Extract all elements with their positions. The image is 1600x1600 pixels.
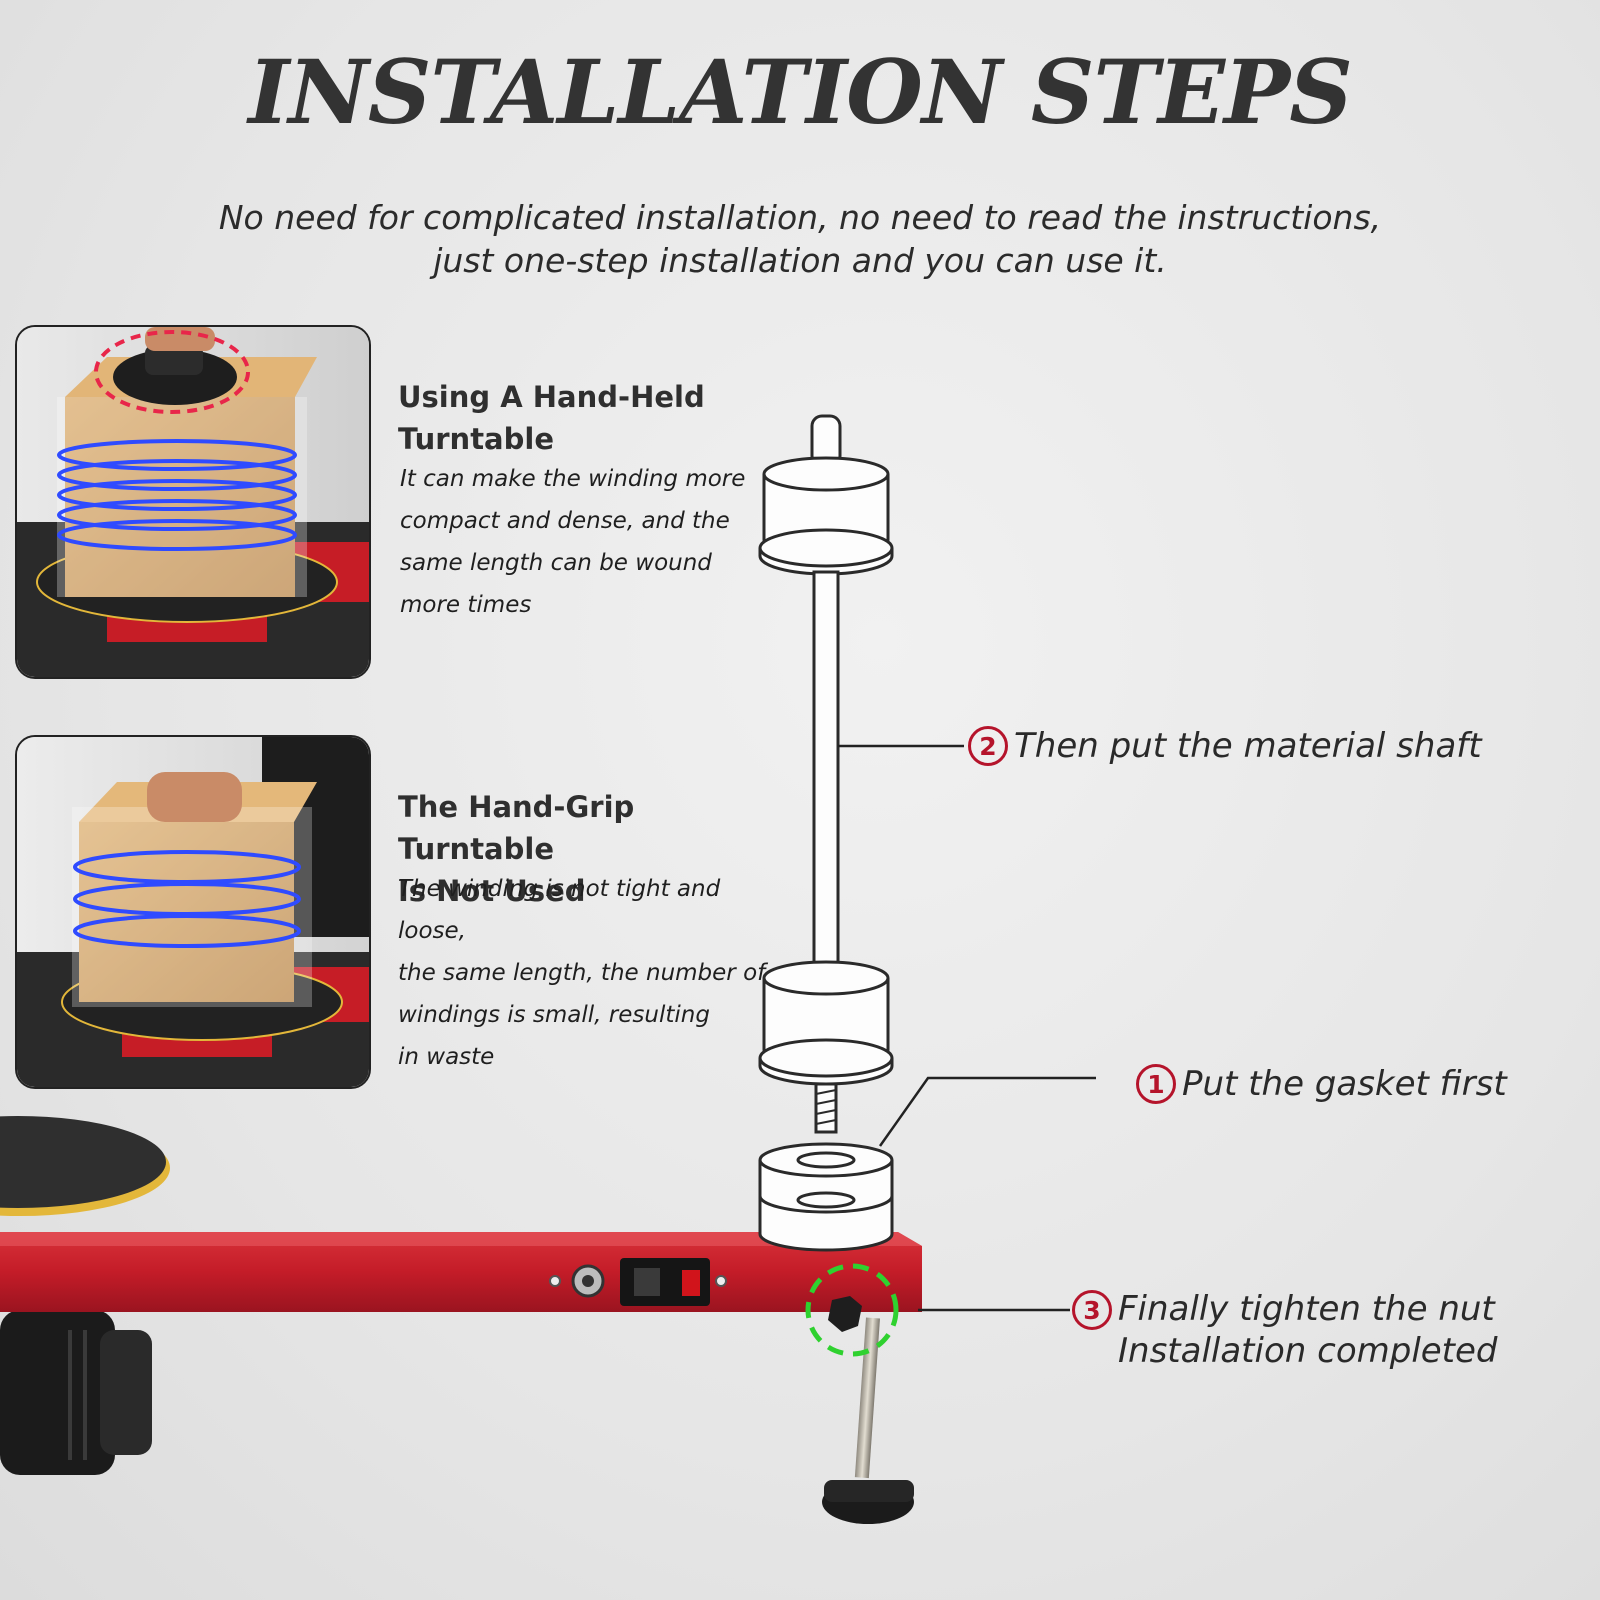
handheld-description-line: compact and dense, and the xyxy=(400,508,730,534)
motor xyxy=(0,1310,152,1475)
thread-lines xyxy=(815,1089,837,1125)
step-3-callout: 3 Finally tighten the nut Installation c… xyxy=(1072,1288,1498,1372)
step-2-text: Then put the material shaft xyxy=(1014,726,1482,766)
photo-with-handheld-turntable xyxy=(15,325,371,679)
turntable-disc xyxy=(0,1116,170,1216)
step-2-callout: 2 Then put the material shaft xyxy=(968,726,1482,766)
nut-knob xyxy=(805,1263,899,1357)
handheld-heading-line-1: Using A Hand-Held xyxy=(398,380,705,414)
step-1-number: 1 xyxy=(1136,1064,1176,1104)
leader-lines xyxy=(838,744,1096,1312)
control-panel xyxy=(549,1258,727,1306)
step-1-callout: 1 Put the gasket first xyxy=(1136,1064,1507,1104)
handheld-description-line: more times xyxy=(400,592,532,618)
handgrip-not-used-description: The winding is not tight and loose, the … xyxy=(398,868,793,1078)
subtitle-line-2: just one-step installation and you can u… xyxy=(433,241,1167,280)
handgrip-description-line: The winding is not tight and loose, xyxy=(398,876,721,944)
handgrip-not-used-heading: The Hand-Grip Turntable Is Not Used xyxy=(398,786,778,912)
handheld-heading: Using A Hand-Held Turntable xyxy=(398,376,778,460)
photo-without-handgrip-turntable xyxy=(15,735,371,1089)
page-title: INSTALLATION STEPS xyxy=(248,40,1353,144)
handgrip-heading-line-2: Is Not Used xyxy=(398,874,586,908)
step-3-text-line-2: Installation completed xyxy=(1118,1331,1498,1371)
handgrip-heading-line-1: The Hand-Grip Turntable xyxy=(398,790,635,866)
material-shaft-lineart xyxy=(758,414,894,1134)
subtitle-line-1: No need for complicated installation, no… xyxy=(218,198,1382,237)
step-3-number: 3 xyxy=(1072,1290,1112,1330)
leveling-foot xyxy=(822,1317,914,1524)
subtitle: No need for complicated installation, no… xyxy=(150,196,1450,282)
handgrip-description-line: windings is small, resulting xyxy=(398,1002,710,1028)
handheld-heading-line-2: Turntable xyxy=(398,422,554,456)
handgrip-description-line: in waste xyxy=(398,1044,495,1070)
step-2-number: 2 xyxy=(968,726,1008,766)
handheld-description-line: It can make the winding more xyxy=(400,466,746,492)
step-3-text-line-1: Finally tighten the nut xyxy=(1118,1289,1495,1329)
handheld-description: It can make the winding more compact and… xyxy=(400,458,750,626)
handgrip-description-line: the same length, the number of xyxy=(398,960,766,986)
step-1-text: Put the gasket first xyxy=(1182,1064,1507,1104)
gasket-lineart xyxy=(758,1142,894,1252)
handheld-description-line: same length can be wound xyxy=(400,550,712,576)
